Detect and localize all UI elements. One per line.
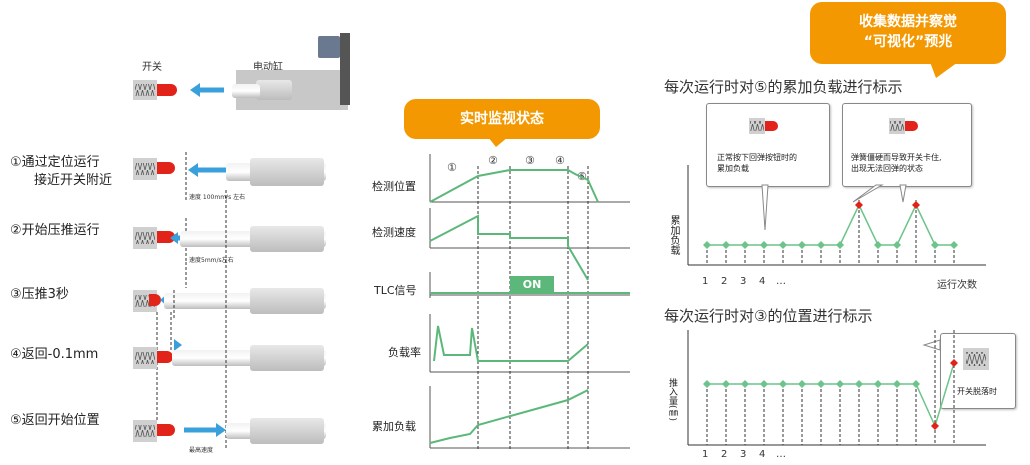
chart2-point — [741, 380, 749, 388]
left-arrow-icon — [190, 83, 200, 97]
chart1-xlabel: 运行次数 — [937, 280, 977, 291]
chart1-point — [741, 241, 749, 249]
chart2-point-abnormal — [950, 359, 958, 367]
right-arrow-icon — [174, 339, 182, 351]
step2-illustration — [133, 218, 326, 262]
switch-label: 开关 — [142, 62, 162, 73]
step5-illustration — [133, 190, 326, 450]
chart2-point — [722, 380, 730, 388]
switch-button-icon — [889, 118, 918, 134]
tlc-on-label: ON — [522, 278, 542, 291]
top-assembly — [133, 33, 350, 110]
chart2-point — [798, 380, 806, 388]
chart2-point — [893, 380, 901, 388]
chart2-ylabel: 推入量(㎜) — [667, 378, 677, 422]
motor-icon — [318, 36, 340, 58]
chart2-point-abnormal — [931, 422, 939, 430]
chart1-point — [931, 241, 939, 249]
chart2-point — [874, 380, 882, 388]
chart1-point — [760, 241, 768, 249]
chart1-tick-2: 2 — [721, 276, 728, 287]
switch-icon — [963, 348, 989, 370]
chart1-tick-3: 3 — [740, 276, 747, 287]
chart1-point — [893, 241, 901, 249]
phase-mark-3: ③ — [525, 154, 535, 167]
cylinder-label: 电动缸 — [253, 62, 283, 73]
chart2-point — [817, 380, 825, 388]
trend-charts — [687, 165, 986, 446]
phase-mark-2: ② — [488, 154, 498, 167]
chart1-point — [836, 241, 844, 249]
chart1-point — [874, 241, 882, 249]
chart1-point — [817, 241, 825, 249]
switch-button-icon — [749, 118, 778, 134]
chart1-ylabel: 累加负载 — [668, 215, 679, 255]
phase-mark-1: ① — [447, 161, 457, 174]
row-label-tlc: TLC信号 — [374, 284, 417, 297]
chart1-point — [722, 241, 730, 249]
chart2-point — [836, 380, 844, 388]
realtime-monitor-bubble: 实时监视状态 — [404, 99, 600, 139]
step3-label: ③压推3秒 — [10, 287, 69, 302]
chart1-point — [950, 241, 958, 249]
left-arrow-icon — [188, 163, 198, 177]
tlc-on-block — [510, 276, 554, 293]
chart2-point — [912, 380, 920, 388]
step1-label-line1: ①通过定位运行 — [10, 155, 100, 170]
mechanism-illustration — [133, 33, 350, 450]
chart1-point-abnormal — [912, 201, 920, 209]
chart1-point — [798, 241, 806, 249]
chart2-title: 每次运行时对③的位置进行标示 — [664, 307, 873, 325]
step1-speed-note: 速度 100mm/s 左右 — [189, 194, 246, 201]
chart1-point — [779, 241, 787, 249]
step1-label-line2: 接近开关附近 — [34, 173, 113, 188]
chart2-point — [855, 380, 863, 388]
step2-label: ②开始压推运行 — [10, 223, 100, 238]
visualize-bubble: 收集数据并察觉 “可视化”预兆 — [810, 2, 1006, 64]
step3-illustration — [133, 262, 326, 420]
phase-mark-4: ④ — [555, 154, 565, 167]
chart2-tick-3: 3 — [740, 449, 747, 460]
right-arrow-icon — [216, 423, 226, 437]
step1-illustration — [133, 152, 326, 200]
timing-diagram — [429, 154, 630, 450]
chart1-title: 每次运行时对⑤的累加负载进行标示 — [664, 78, 903, 96]
left-arrow-icon — [170, 232, 178, 244]
step4-label: ④返回-0.1mm — [10, 347, 99, 362]
chart2-tick-4: 4 — [759, 449, 766, 460]
step5-speed-note: 最高速度 — [189, 447, 214, 454]
step5-label: ⑤返回开始位置 — [10, 413, 100, 428]
chart2-tick-more: … — [776, 449, 786, 460]
row-label-speed: 检测速度 — [372, 226, 416, 239]
chart2-line — [707, 362, 955, 429]
chart1-tick-4: 4 — [759, 276, 766, 287]
chart2-tick-2: 2 — [721, 449, 728, 460]
row-label-position: 检测位置 — [372, 180, 416, 193]
chart1-tick-1: 1 — [702, 276, 709, 287]
chart2-tick-1: 1 — [702, 449, 709, 460]
callout-normal: 正常按下回弹按钮时的 累加负载 — [706, 103, 830, 187]
mount-plate — [340, 33, 350, 105]
chart2-point — [760, 380, 768, 388]
row-label-load-rate: 负载率 — [388, 346, 421, 359]
step4-illustration — [133, 339, 326, 371]
chart1-point — [703, 241, 711, 249]
chart1-line — [707, 203, 954, 246]
step2-speed-note: 速度5mm/s左右 — [189, 257, 234, 264]
switch-button-icon — [157, 84, 177, 96]
callout-fall: 开关脱落时 — [940, 333, 1016, 409]
chart1-tick-more: … — [776, 276, 786, 287]
chart2-point — [703, 380, 711, 388]
chart1-point-abnormal — [855, 201, 863, 209]
row-label-accumulated-load: 累加负载 — [372, 420, 416, 433]
callout-stuck: 弹簧僵硬而导致开关卡住, 出现无法回弹的状态 — [842, 103, 972, 187]
chart2-point — [779, 380, 787, 388]
